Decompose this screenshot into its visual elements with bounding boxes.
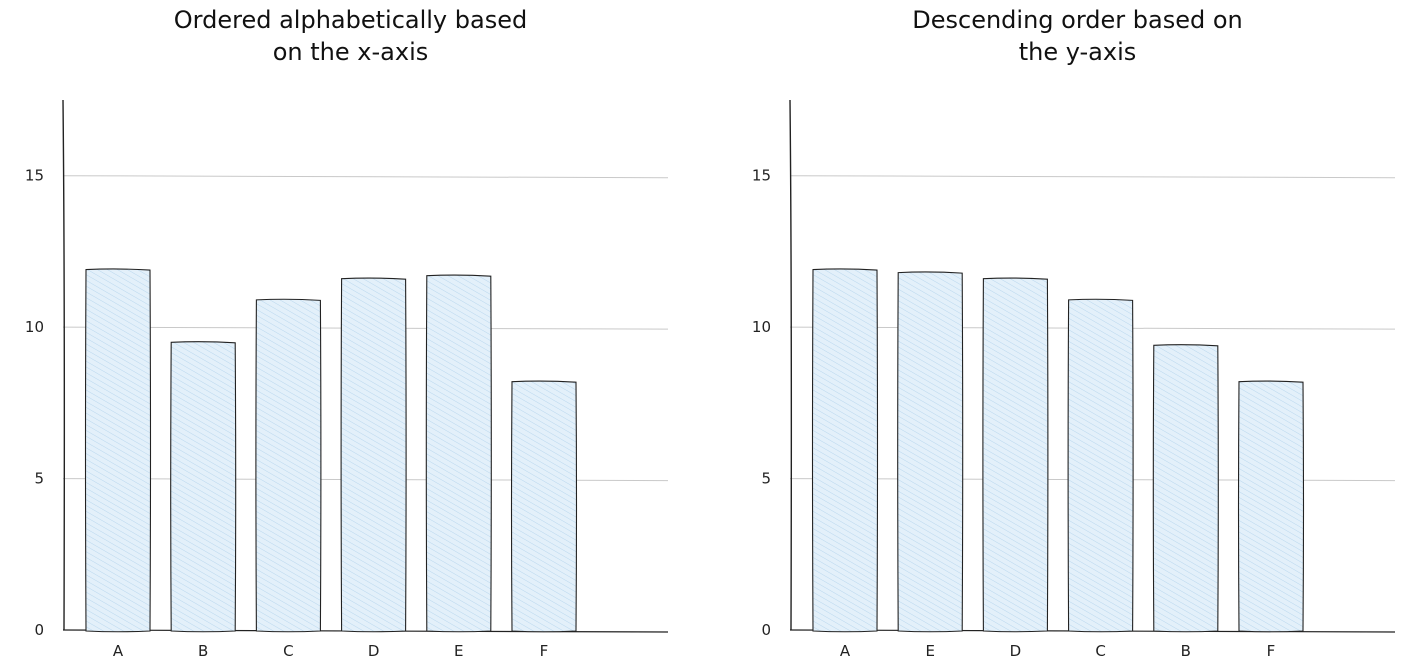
bar-chart-alphabetical: 0 5 10 15A B C D E F bbox=[25, 99, 669, 660]
x-tick-label: E bbox=[454, 642, 463, 660]
x-tick-label: F bbox=[540, 642, 549, 660]
bar-e bbox=[897, 271, 964, 633]
x-tick-label: F bbox=[1267, 642, 1276, 660]
bar-c bbox=[1067, 298, 1134, 633]
y-tick-label: 10 bbox=[752, 318, 771, 336]
gridline bbox=[62, 175, 669, 179]
bar-chart-descending: 0 5 10 15A E D C B F bbox=[752, 99, 1396, 660]
x-tick-label: A bbox=[840, 642, 851, 660]
bar-f bbox=[1237, 380, 1305, 633]
bar-c bbox=[255, 298, 322, 633]
y-tick-label: 15 bbox=[752, 167, 771, 185]
x-tick-label: B bbox=[198, 642, 208, 660]
bar-b bbox=[1152, 344, 1219, 633]
x-tick-label: D bbox=[1010, 642, 1022, 660]
y-axis bbox=[789, 99, 793, 631]
x-tick-label: B bbox=[1181, 642, 1191, 660]
x-tick-label: E bbox=[925, 642, 934, 660]
bar-d bbox=[982, 277, 1049, 633]
bar-e bbox=[425, 274, 492, 633]
x-tick-label: C bbox=[283, 642, 293, 660]
gridline bbox=[789, 175, 1396, 179]
y-tick-label: 5 bbox=[34, 470, 44, 488]
y-tick-label: 0 bbox=[761, 621, 771, 639]
y-tick-label: 10 bbox=[25, 318, 44, 336]
bar-b bbox=[170, 341, 237, 633]
x-tick-label: D bbox=[368, 642, 380, 660]
y-axis bbox=[62, 99, 66, 631]
bar-f bbox=[510, 380, 578, 633]
x-tick-label: C bbox=[1095, 642, 1105, 660]
x-tick-label: A bbox=[113, 642, 124, 660]
bar-a bbox=[84, 268, 152, 633]
bar-a bbox=[811, 268, 879, 633]
y-tick-label: 0 bbox=[34, 621, 44, 639]
y-tick-label: 15 bbox=[25, 167, 44, 185]
chart-panel-alphabetical: Ordered alphabetically based on the x-ax… bbox=[25, 6, 669, 660]
y-tick-label: 5 bbox=[761, 470, 771, 488]
bar-d bbox=[340, 277, 407, 633]
